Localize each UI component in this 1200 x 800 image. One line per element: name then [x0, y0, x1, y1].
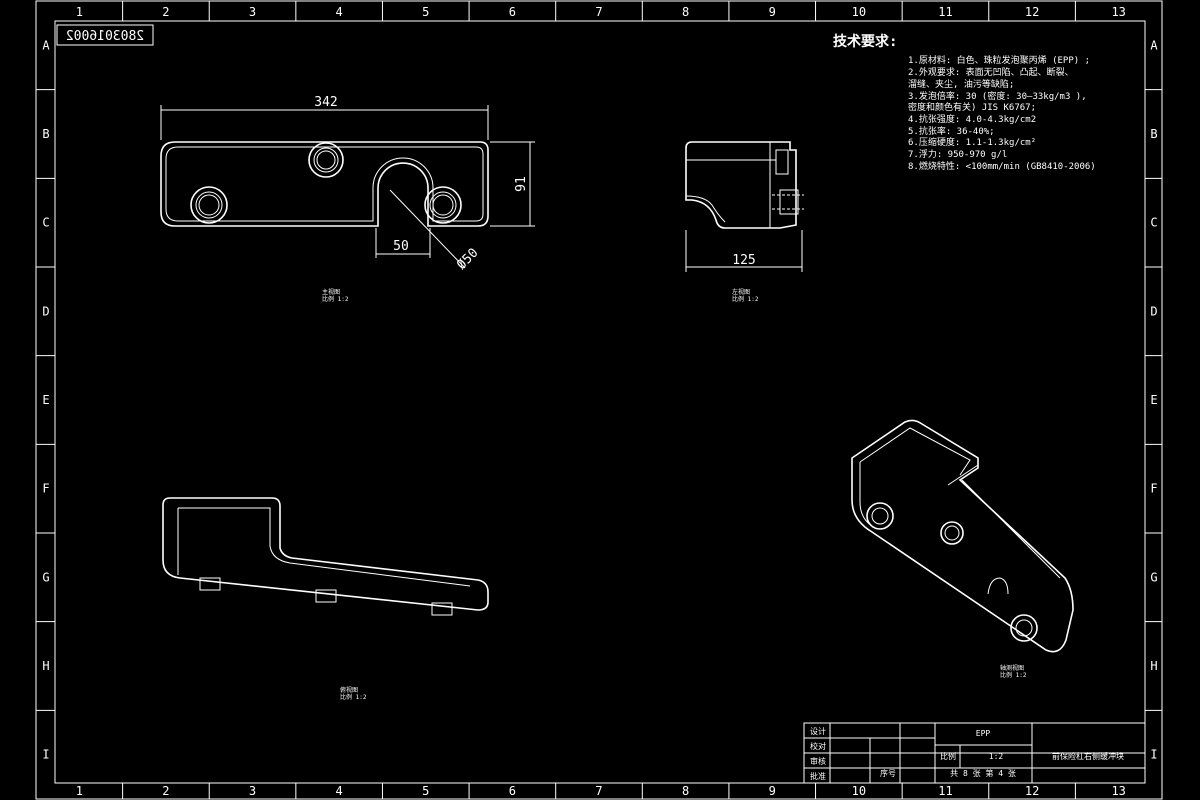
tb-part-name: 前保险杠右侧缓冲块: [1052, 751, 1124, 761]
zone-col-label-bottom: 11: [938, 784, 952, 798]
tech-req-line: 5.抗张率: 36-40%;: [908, 125, 995, 137]
drawing-number-mirrored: 2803016002: [66, 29, 144, 44]
iso-view-scale: 比例 1:2: [1000, 671, 1027, 679]
technical-requirements: 技术要求: 1.原材料: 白色、珠粒发泡聚丙烯 (EPP) ; 2.外观要求: …: [833, 33, 1096, 172]
zone-col-label-bottom: 4: [336, 784, 343, 798]
zone-row-label-right: A: [1150, 38, 1158, 52]
top-view-label: 俯视图: [340, 686, 358, 694]
tb-material: EPP: [976, 729, 991, 738]
zone-col-label-bottom: 9: [769, 784, 776, 798]
zone-row-label-right: H: [1150, 659, 1157, 673]
tb-seq-label: 序号: [880, 768, 896, 778]
zone-col-label-top: 13: [1111, 5, 1125, 19]
zone-row-label-left: C: [42, 216, 49, 230]
zone-row-label-right: D: [1150, 304, 1157, 318]
tech-requirements-title: 技术要求:: [833, 33, 897, 50]
outer-frame: [35, 0, 1163, 800]
zone-col-label-bottom: 8: [682, 784, 689, 798]
zone-col-label-bottom: 2: [162, 784, 169, 798]
zone-col-label-top: 4: [336, 5, 343, 19]
zone-row-label-right: G: [1150, 570, 1157, 584]
zone-row-label-left: A: [42, 38, 50, 52]
tech-req-line: 7.浮力: 950-970 g/l: [908, 148, 1007, 160]
zone-row-label-left: B: [42, 127, 49, 141]
zone-col-label-top: 9: [769, 5, 776, 19]
zone-row-ticks: A A B B C C D D E E F F G G H H I I: [36, 38, 1162, 762]
tb-review: 审核: [810, 756, 826, 766]
front-view-scale: 比例 1:2: [322, 295, 349, 303]
tech-req-line: 6.压缩硬度: 1.1-1.3kg/cm²: [908, 136, 1036, 148]
side-view: 125 左视图 比例 1:2: [685, 141, 804, 303]
tb-sheet-info: 共 8 张 第 4 张: [950, 768, 1016, 778]
zone-col-label-top: 11: [938, 5, 952, 19]
zone-row-label-left: D: [42, 304, 49, 318]
zone-row-label-right: I: [1150, 748, 1157, 762]
tb-scale-value: 1:2: [989, 752, 1004, 761]
tb-approve: 批准: [810, 771, 826, 781]
tech-req-line: 溜缝、夹尘, 油污等缺陷;: [908, 78, 1014, 90]
iso-view-label: 轴测视图: [1000, 664, 1024, 672]
tech-req-line: 3.发泡倍率: 30 (密度: 30—33kg/m3 ),: [908, 90, 1087, 102]
zone-row-label-left: G: [42, 570, 49, 584]
zone-col-label-bottom: 10: [852, 784, 866, 798]
zone-col-label-top: 2: [162, 5, 169, 19]
zone-col-label-top: 7: [595, 5, 602, 19]
tech-req-line: 2.外观要求: 表面无凹陷、凸起、断裂、: [908, 66, 1074, 78]
isometric-view: 轴测视图 比例 1:2: [851, 419, 1074, 679]
front-view: 342 91 50 Ø50 主视图 比例 1:2: [160, 95, 535, 303]
zone-col-label-bottom: 12: [1025, 784, 1039, 798]
zone-col-label-bottom: 5: [422, 784, 429, 798]
zone-col-label-top: 10: [852, 5, 866, 19]
zone-row-label-right: B: [1150, 127, 1157, 141]
top-view: 俯视图 比例 1:2: [162, 497, 489, 701]
zone-col-label-top: 3: [249, 5, 256, 19]
tb-scale-label: 比例: [940, 751, 956, 761]
tb-design: 设计: [810, 726, 826, 736]
zone-col-label-top: 5: [422, 5, 429, 19]
dim-50: 50: [393, 239, 409, 254]
zone-col-label-bottom: 13: [1111, 784, 1125, 798]
zone-col-label-top: 1: [76, 5, 83, 19]
side-view-scale: 比例 1:2: [732, 295, 759, 303]
zone-col-label-bottom: 7: [595, 784, 602, 798]
side-view-label: 左视图: [732, 288, 750, 296]
zone-col-label-bottom: 3: [249, 784, 256, 798]
zone-col-label-top: 8: [682, 5, 689, 19]
zone-col-label-bottom: 1: [76, 784, 83, 798]
zone-row-label-right: E: [1150, 393, 1157, 407]
tech-req-line: 4.抗张强度: 4.0-4.3kg/cm2: [908, 113, 1036, 125]
tech-req-line: 1.原材料: 白色、珠粒发泡聚丙烯 (EPP) ;: [908, 54, 1090, 66]
top-view-scale: 比例 1:2: [340, 693, 367, 701]
zone-col-label-top: 6: [509, 5, 516, 19]
zone-col-label-bottom: 6: [509, 784, 516, 798]
dim-125: 125: [732, 253, 755, 268]
zone-row-label-right: C: [1150, 216, 1157, 230]
zone-row-label-left: H: [42, 659, 49, 673]
inner-frame: [54, 20, 1146, 784]
zone-col-label-top: 12: [1025, 5, 1039, 19]
tech-req-line: 8.燃烧特性: <100mm/min (GB8410-2006): [908, 160, 1096, 172]
dim-diameter-50: Ø50: [454, 246, 481, 273]
front-view-label: 主视图: [322, 288, 340, 296]
zone-row-label-left: I: [42, 748, 49, 762]
drawing-number-box: 2803016002: [56, 24, 154, 46]
zone-row-label-left: E: [42, 393, 49, 407]
title-block: 设计 校对 审核 批准 EPP 比例 1:2 前保险杠右侧缓冲块 共 8 张 第…: [803, 722, 1146, 784]
dim-342: 342: [314, 95, 337, 110]
zone-row-label-right: F: [1150, 482, 1157, 496]
tb-proofread: 校对: [810, 741, 826, 751]
zone-row-label-left: F: [42, 482, 49, 496]
dim-91: 91: [514, 176, 529, 192]
tech-req-line: 密度和颜色有关) JIS K6767;: [908, 101, 1036, 113]
